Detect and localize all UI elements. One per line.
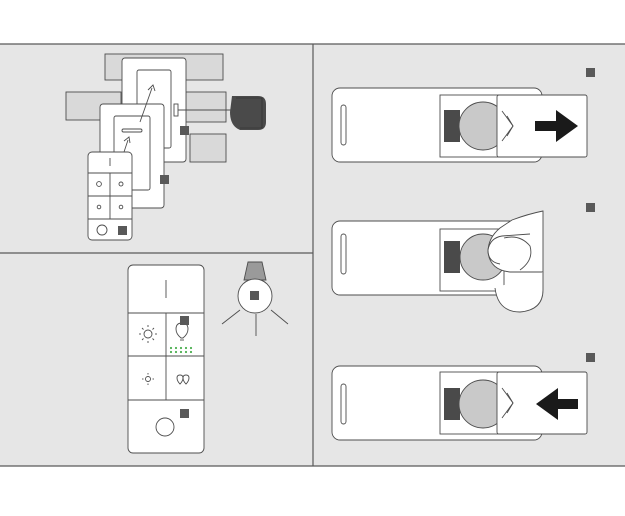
marker-remote-bottom	[180, 409, 189, 418]
marker-step-3	[586, 353, 595, 362]
middle-plate-slot	[122, 129, 142, 132]
marker-step-2	[586, 203, 595, 212]
marker-c	[118, 226, 127, 235]
contact-icon-2	[444, 241, 460, 273]
remote-illustration	[128, 265, 204, 453]
contact-icon-3	[444, 388, 460, 420]
marker-a	[180, 126, 189, 135]
marker-b	[160, 175, 169, 184]
wall-patch-right	[186, 92, 226, 122]
contact-icon	[444, 110, 460, 142]
marker-step-1	[586, 68, 595, 77]
wall-patch-right-low	[190, 134, 226, 162]
marker-remote-top	[180, 316, 189, 325]
